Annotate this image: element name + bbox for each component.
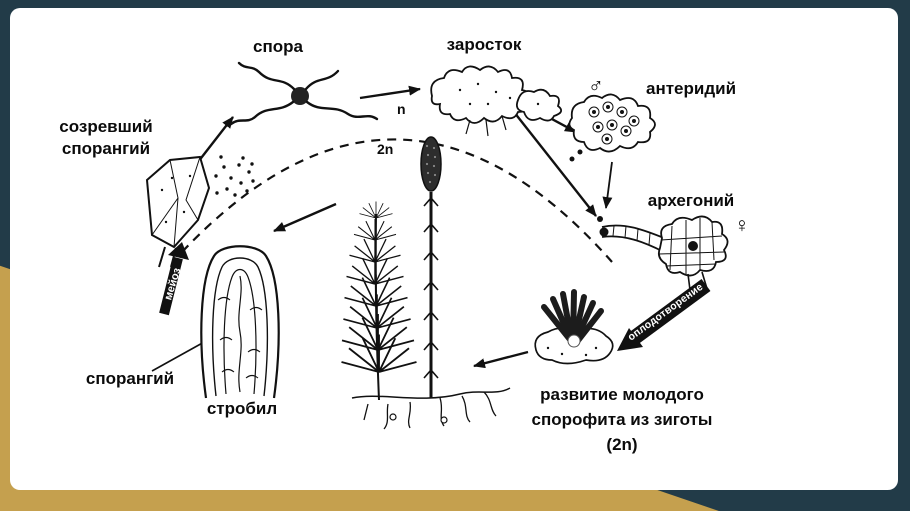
antheridium-drawing bbox=[568, 93, 656, 162]
arrow-sporangium-to-spore bbox=[197, 116, 234, 163]
development-label: развитие молодого спорофита из зиготы (2… bbox=[496, 382, 748, 457]
horsetail-plant-drawing bbox=[340, 136, 511, 430]
antheridium-label: антеридий bbox=[645, 79, 737, 98]
archegonium-drawing bbox=[597, 215, 729, 293]
young-sporophyte-drawing bbox=[534, 289, 614, 365]
label-line: развитие молодого bbox=[540, 385, 704, 404]
spore-label: спора bbox=[253, 37, 303, 56]
ploidy-dashed-arc bbox=[181, 138, 613, 263]
mature-sporangium-label: созревший спорангий bbox=[36, 116, 176, 160]
ploidy-n-label: n bbox=[397, 101, 406, 117]
strobilus-drawing bbox=[200, 245, 280, 399]
label-line: спорангий bbox=[61, 139, 151, 159]
ploidy-2n-label: 2n bbox=[377, 141, 394, 157]
mature-sporangium-drawing bbox=[145, 155, 255, 268]
female-symbol: ♀ bbox=[734, 214, 750, 237]
prothallus-label: заросток bbox=[446, 35, 522, 54]
arrow-sperm-to-archegonium bbox=[602, 161, 613, 209]
spore-dust bbox=[160, 155, 255, 224]
label-line: (2n) bbox=[606, 435, 638, 454]
arrow-plant-to-strobilus bbox=[273, 202, 337, 233]
strobilus-label: стробил bbox=[206, 399, 278, 418]
strobilus-cone bbox=[420, 136, 442, 192]
sporangium-label: спорангий bbox=[85, 369, 175, 388]
fertilization-arrow bbox=[617, 278, 711, 351]
arrow-sporophyte-to-plant bbox=[473, 350, 529, 369]
arrow-prothallus-to-archegonium bbox=[513, 111, 597, 217]
spore-drawing bbox=[229, 61, 379, 126]
label-line: спорофита из зиготы bbox=[531, 410, 713, 429]
prothallus-drawing bbox=[430, 65, 563, 137]
archegonium-label: архегоний bbox=[647, 191, 735, 210]
arrow-spore-to-prothallus bbox=[359, 85, 421, 100]
label-line: созревший bbox=[59, 117, 153, 136]
male-symbol: ♂ bbox=[588, 74, 604, 97]
